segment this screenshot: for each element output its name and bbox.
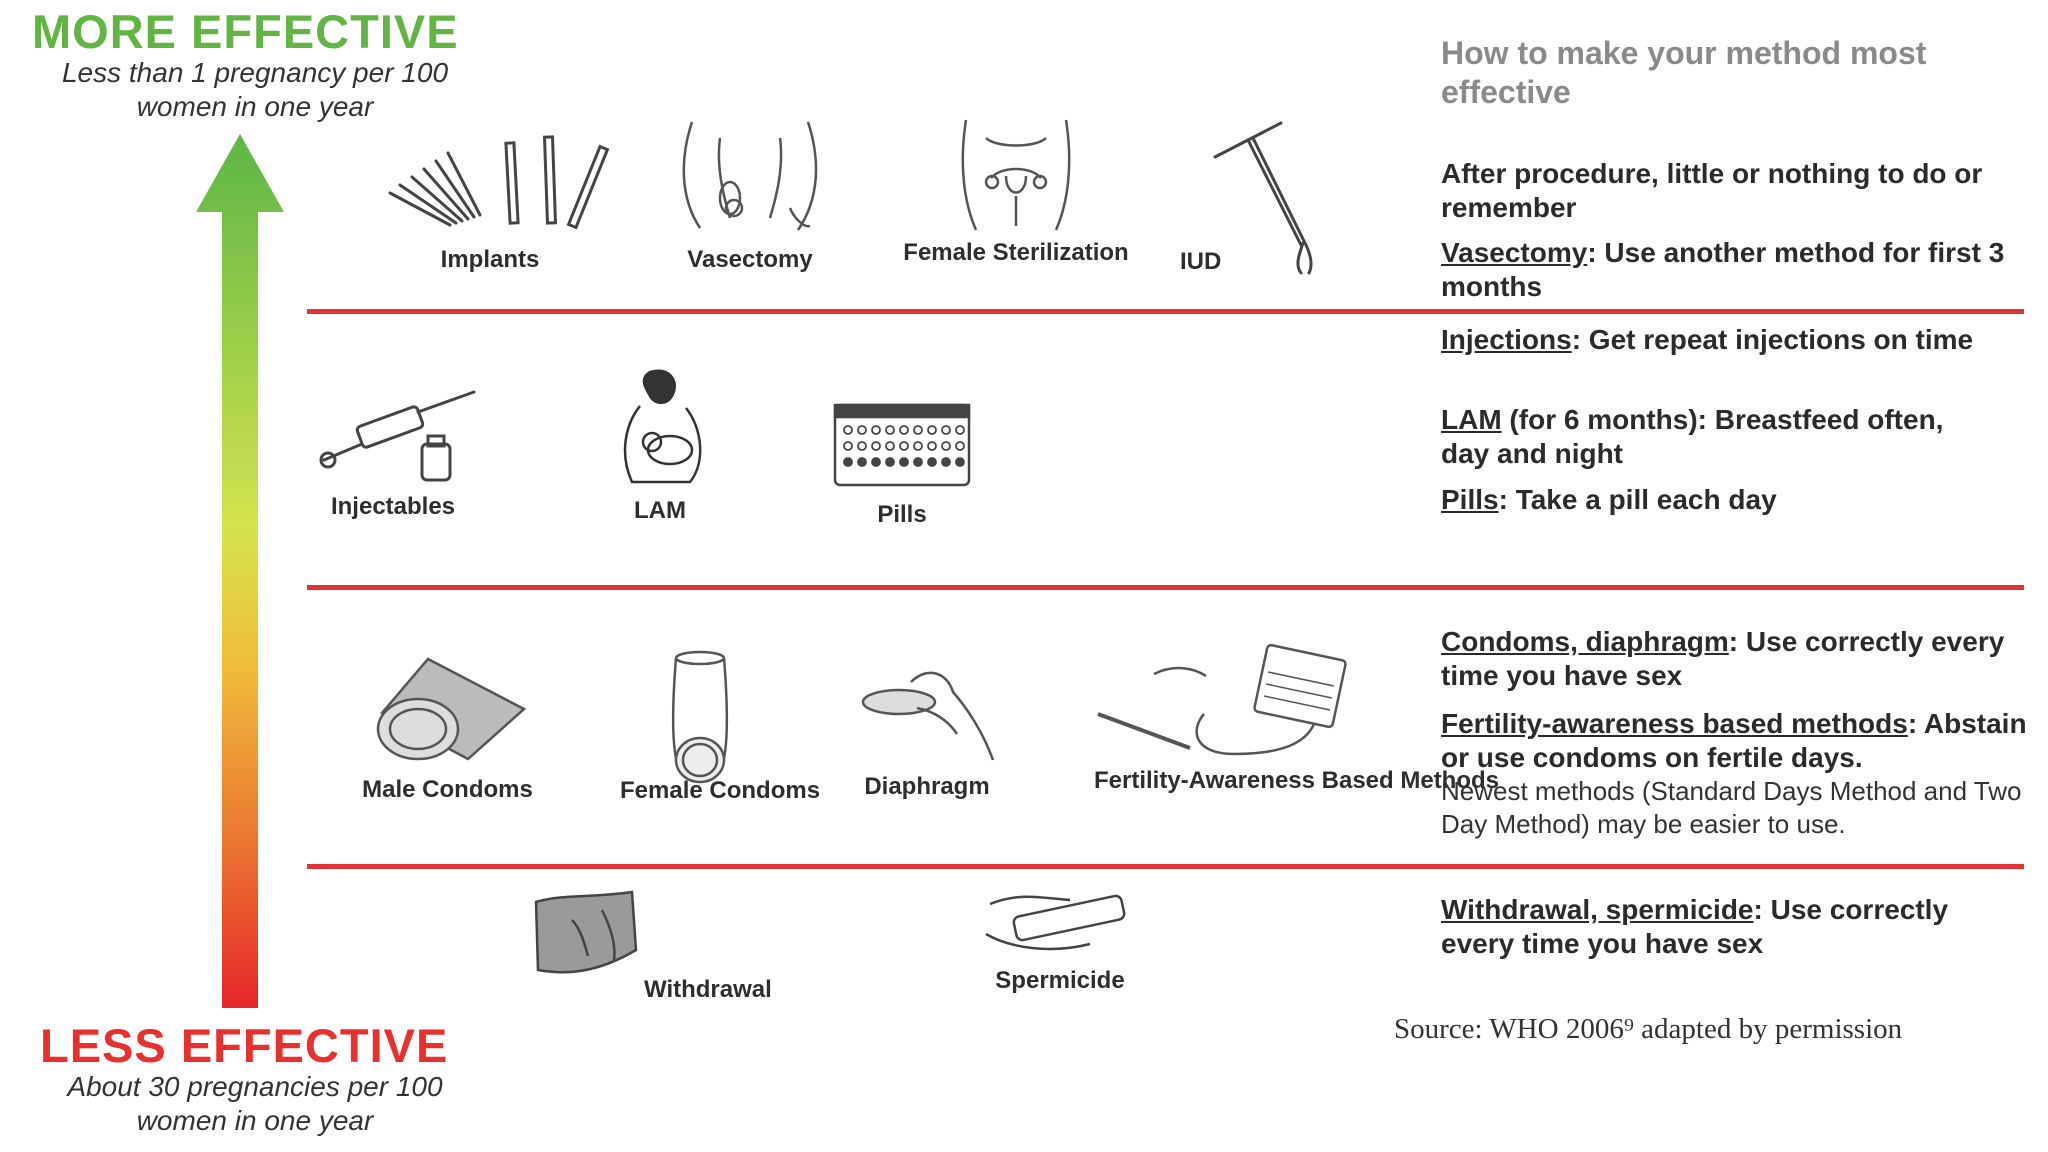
method-label: Implants <box>440 246 540 273</box>
method-spermicide: Spermicide <box>975 888 1145 993</box>
spermicide-icon <box>975 888 1145 960</box>
method-vasectomy: Vasectomy <box>640 118 860 272</box>
breastfeeding-icon <box>600 366 720 496</box>
method-label: Vasectomy <box>687 246 813 273</box>
tip-injections: Injections: Get repeat injections on tim… <box>1441 323 1981 357</box>
tip-text: : Take a pill each day <box>1498 484 1777 515</box>
method-fertility-awareness: Fertility-Awareness Based Methods <box>1094 644 1500 794</box>
tip-heading: Vasectomy <box>1441 237 1588 268</box>
tip-heading: Pills <box>1441 484 1499 515</box>
tip-lam: LAM (for 6 months): Breastfeed often, da… <box>1441 403 1981 471</box>
method-withdrawal-image <box>532 890 652 980</box>
syringe-icon <box>318 388 476 488</box>
source-citation: Source: WHO 2006⁹ adapted by permission <box>1394 1013 1903 1045</box>
more-effective-subtitle: Less than 1 pregnancy per 100 women in o… <box>61 57 449 122</box>
tier-separator <box>307 864 2024 869</box>
tip-text: : Use another method for first 3 months <box>1441 237 2005 302</box>
fertility-awareness-icon <box>1094 644 1364 770</box>
method-female-condoms: Female Condoms <box>620 648 821 804</box>
method-pills: Pills <box>822 400 982 527</box>
tip-heading: LAM <box>1441 404 1502 435</box>
female-sterilization-icon <box>896 118 1136 240</box>
tip-heading: Condoms, diaphragm <box>1441 626 1729 657</box>
method-label: LAM <box>634 497 686 524</box>
iud-icon <box>1176 115 1346 275</box>
method-label: Female Sterilization <box>903 239 1129 266</box>
method-withdrawal-label: Withdrawal <box>644 976 772 1003</box>
method-label: Pills <box>877 501 927 528</box>
effectiveness-arrow <box>196 134 284 1008</box>
tip-text: : Use correctly every time you have sex <box>1441 626 2005 691</box>
tip-heading: Withdrawal, spermicide <box>1441 894 1754 925</box>
tip-heading: Fertility-awareness based methods <box>1441 708 1908 739</box>
method-label: Male Condoms <box>362 776 533 803</box>
method-implants: Implants <box>360 125 620 272</box>
tip-text: : Get repeat injections on time <box>1571 324 1974 355</box>
vasectomy-icon <box>640 118 860 243</box>
tip-heading: Injections <box>1441 324 1572 355</box>
method-lam: LAM <box>600 366 720 523</box>
male-condom-icon <box>360 655 535 767</box>
tip-note: Newest methods (Standard Days Method and… <box>1441 776 2022 839</box>
tip-text: : Abstain or use condoms on fertile days… <box>1441 708 2027 773</box>
right-column-header: How to make your method most effective <box>1441 35 1927 110</box>
method-male-condoms: Male Condoms <box>360 655 535 802</box>
less-effective-subtitle: About 30 pregnancies per 100 women in on… <box>67 1071 443 1136</box>
method-label: Fertility-Awareness Based Methods <box>1094 767 1500 794</box>
tip-condoms-diaphragm: Condoms, diaphragm: Use correctly every … <box>1441 625 2021 693</box>
more-effective-title: MORE EFFECTIVE <box>32 5 459 58</box>
tip-fertility-awareness: Fertility-awareness based methods: Absta… <box>1441 707 2046 841</box>
method-label: Spermicide <box>995 967 1125 994</box>
method-label: Female Condoms <box>620 777 821 804</box>
method-diaphragm: Diaphragm <box>842 662 1012 799</box>
tip-pills: Pills: Take a pill each day <box>1441 483 1981 517</box>
method-injectables: Injectables <box>318 388 476 520</box>
tip-tier1-general: After procedure, little or nothing to do… <box>1441 157 2001 225</box>
method-label: Diaphragm <box>864 773 990 800</box>
diaphragm-icon <box>842 662 1012 762</box>
tip-withdrawal-spermicide: Withdrawal, spermicide: Use correctly ev… <box>1441 893 2001 961</box>
tip-text: (for 6 months): Breastfeed often, day an… <box>1441 404 1944 469</box>
method-label: Injectables <box>330 493 456 520</box>
method-female-sterilization: Female Sterilization <box>896 118 1136 265</box>
method-label: IUD <box>1180 248 1222 275</box>
tip-text: After procedure, little or nothing to do… <box>1441 158 1983 223</box>
tip-text: : Use correctly every time you have sex <box>1441 894 1949 959</box>
tip-vasectomy: Vasectomy: Use another method for first … <box>1441 236 2031 304</box>
female-condom-icon <box>620 648 780 786</box>
withdrawal-icon <box>532 890 652 980</box>
method-iud: IUD <box>1176 115 1346 275</box>
tier-separator <box>307 309 2024 314</box>
pill-pack-icon <box>822 400 982 488</box>
tier-separator <box>307 585 2024 590</box>
implants-icon <box>360 125 620 235</box>
less-effective-title: LESS EFFECTIVE <box>40 1019 449 1072</box>
